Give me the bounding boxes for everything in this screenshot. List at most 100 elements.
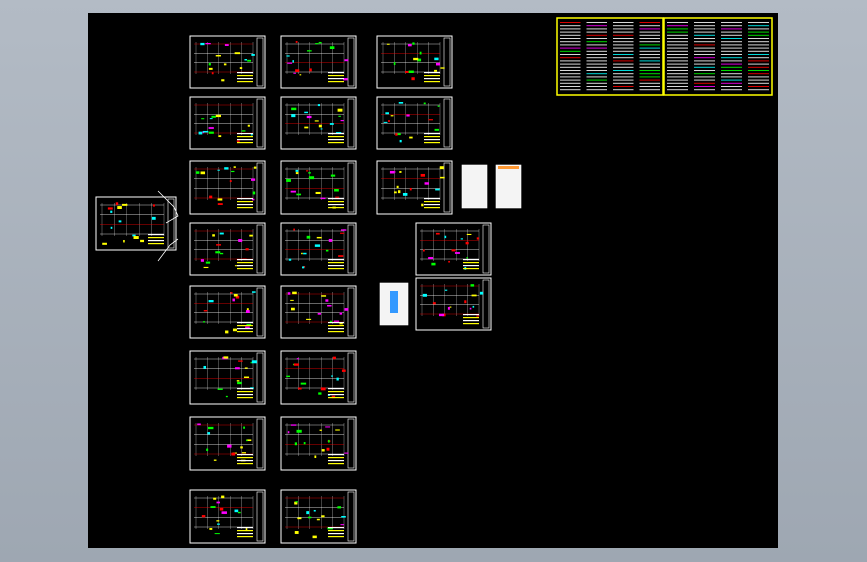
drawing-canvas[interactable] — [88, 13, 778, 548]
drawing-sheet[interactable] — [376, 35, 453, 89]
detail-mark — [338, 255, 344, 257]
drawing-sheet[interactable] — [280, 222, 357, 276]
legend-text-line — [694, 89, 715, 91]
detail-mark — [302, 266, 305, 269]
notes-block — [463, 314, 479, 316]
drawing-sheet[interactable] — [415, 277, 492, 331]
detail-mark — [470, 284, 475, 287]
detail-mark — [317, 312, 322, 315]
drawing-sheet[interactable] — [280, 285, 357, 339]
notes-block — [237, 259, 253, 261]
drawing-sheet[interactable] — [189, 96, 266, 150]
detail-mark — [107, 207, 113, 210]
detail-mark — [391, 171, 396, 173]
detail-mark — [208, 131, 214, 134]
detail-mark — [318, 392, 322, 395]
legend-text-line — [694, 73, 715, 75]
legend-sheet[interactable] — [663, 17, 773, 96]
legend-text-line — [613, 66, 634, 68]
legend-text-line — [613, 41, 634, 43]
detail-mark — [221, 495, 225, 499]
drawing-sheet[interactable] — [189, 489, 266, 544]
drawing-sheet[interactable] — [280, 350, 357, 405]
legend-text-line — [721, 89, 742, 91]
title-block — [347, 352, 355, 403]
detail-mark — [253, 166, 257, 169]
drawing-sheet[interactable] — [189, 222, 266, 276]
detail-mark — [428, 119, 433, 121]
title-block — [256, 162, 264, 213]
legend-text-line — [748, 22, 769, 23]
detail-mark — [325, 426, 331, 428]
detail-mark — [434, 69, 438, 72]
detail-mark — [230, 292, 233, 294]
legend-text-line — [694, 38, 715, 39]
legend-text-line — [560, 47, 581, 49]
detail-mark — [217, 198, 223, 201]
drawing-sheet[interactable] — [376, 96, 453, 150]
legend-text-line — [721, 57, 742, 59]
detail-mark — [200, 42, 205, 46]
legend-text-line — [560, 66, 581, 68]
drawing-sheet[interactable] — [95, 196, 177, 251]
legend-text-line — [639, 47, 660, 49]
drawing-sheet[interactable] — [280, 160, 357, 215]
detail-mark — [417, 58, 422, 62]
notes-block — [328, 72, 344, 74]
notes-block — [328, 75, 344, 77]
detail-mark — [444, 289, 448, 291]
detail-mark — [313, 509, 316, 512]
drawing-sheet[interactable] — [280, 35, 357, 89]
legend-text-line — [613, 22, 634, 23]
title-block — [482, 279, 490, 329]
sheet-border — [415, 222, 492, 276]
detail-mark — [227, 444, 232, 448]
legend-text-line — [639, 41, 660, 43]
legend-text-line — [560, 38, 581, 39]
detail-mark — [449, 306, 452, 308]
legend-text-line — [721, 60, 742, 62]
drawing-sheet[interactable] — [376, 160, 453, 215]
drawing-sheet[interactable] — [280, 489, 357, 544]
blank-sheet[interactable] — [461, 164, 488, 209]
detail-mark — [231, 170, 235, 173]
notes-block — [237, 533, 253, 535]
drawing-sheet[interactable] — [189, 416, 266, 471]
drawing-sheet[interactable] — [280, 96, 357, 150]
legend-sheet[interactable] — [556, 17, 664, 96]
legend-text-line — [694, 57, 715, 59]
notes-block — [328, 204, 344, 206]
sheet-border — [189, 285, 266, 339]
notes-block — [237, 72, 253, 74]
notes-block — [328, 388, 344, 390]
blank-sheet[interactable] — [379, 282, 409, 326]
legend-text-line — [586, 38, 607, 39]
detail-mark — [211, 115, 216, 118]
detail-mark — [219, 252, 224, 255]
detail-mark — [201, 515, 206, 518]
legend-text-line — [748, 34, 769, 36]
detail-mark — [340, 119, 344, 122]
detail-mark — [295, 172, 299, 175]
legend-text-line — [694, 63, 715, 65]
detail-mark — [337, 108, 343, 112]
legend-text-line — [639, 63, 660, 65]
drawing-sheet[interactable] — [280, 416, 357, 471]
drawing-sheet[interactable] — [189, 350, 266, 405]
detail-mark — [469, 307, 472, 310]
drawing-sheets-layer[interactable] — [88, 13, 778, 548]
drawing-sheet[interactable] — [189, 160, 266, 215]
blank-sheet[interactable] — [495, 164, 522, 209]
legend-text-line — [639, 22, 660, 23]
notes-block — [237, 136, 253, 138]
detail-mark — [422, 293, 427, 297]
drawing-sheet[interactable] — [189, 35, 266, 89]
detail-mark — [336, 132, 342, 134]
drawing-sheet[interactable] — [189, 285, 266, 339]
sheet-border — [280, 489, 357, 544]
drawing-sheet[interactable] — [415, 222, 492, 276]
notes-block — [328, 201, 344, 203]
detail-mark — [140, 239, 145, 243]
detail-mark — [466, 233, 472, 236]
detail-mark — [434, 57, 439, 61]
